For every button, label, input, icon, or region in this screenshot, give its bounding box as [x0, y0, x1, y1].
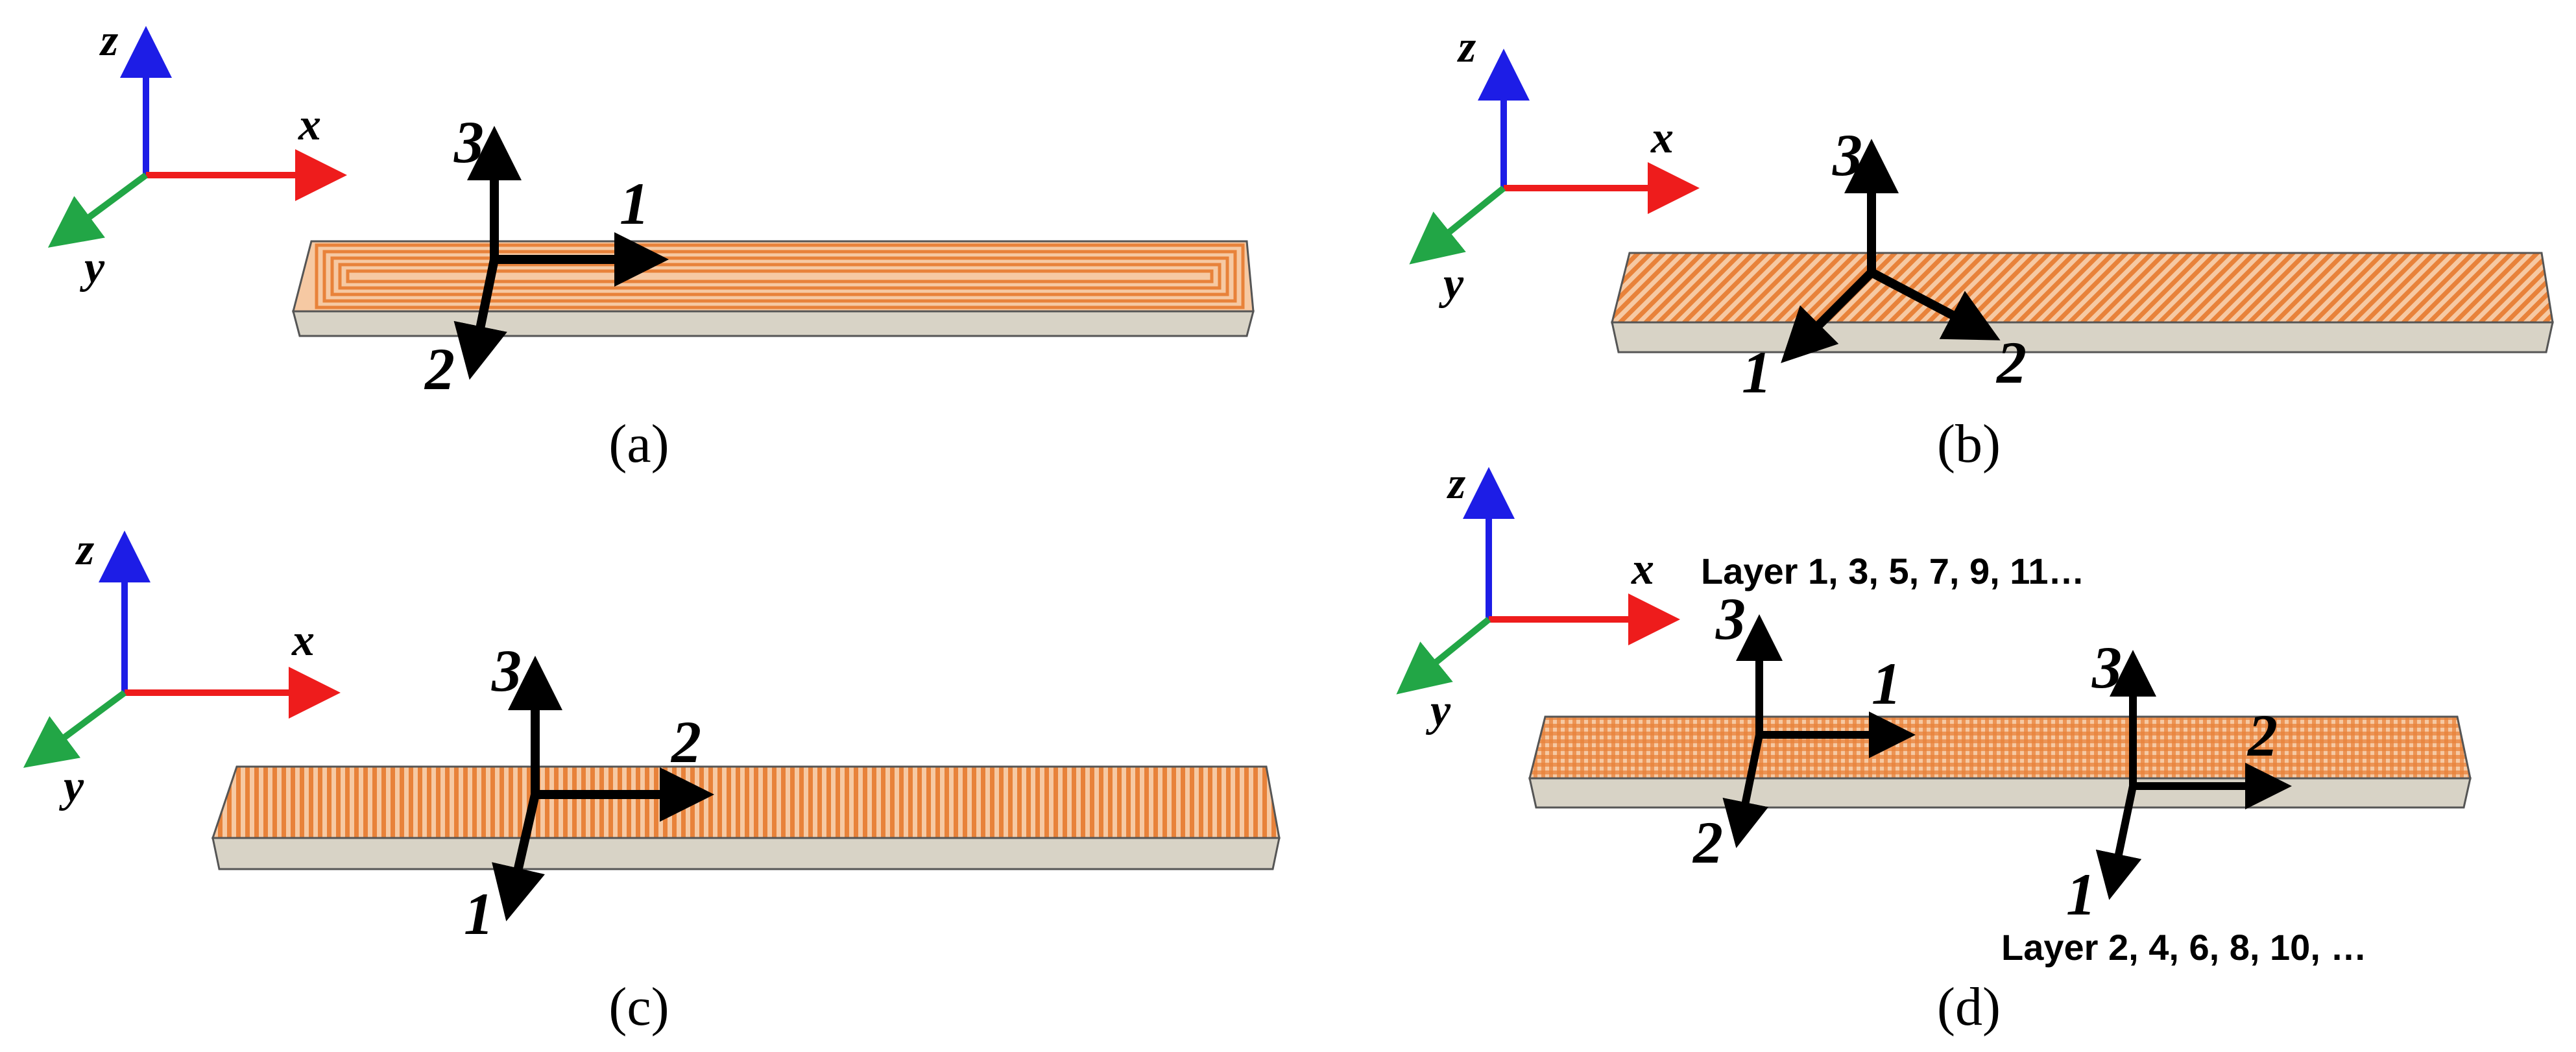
beam-c — [211, 765, 1281, 870]
axis-2-label: 2 — [1995, 329, 2027, 396]
axis-1-arrow — [2095, 785, 2142, 900]
global-axes-a: z x y — [47, 16, 347, 293]
axis-2-arrow — [1722, 734, 1769, 848]
axis-3-label: 3 — [2091, 634, 2122, 700]
caption-a: (a) — [608, 414, 669, 474]
global-axes-c: z x y — [23, 525, 341, 811]
material-axes-d-even: 3 2 1 — [2066, 634, 2292, 927]
z-axis-label: z — [75, 525, 94, 575]
axis-1-arrow — [1781, 269, 1875, 363]
beam-side — [1528, 777, 2472, 809]
caption-b: (b) — [1937, 414, 2001, 474]
y-axis-label: y — [59, 761, 84, 811]
y-axis-arrow — [47, 172, 148, 248]
y-axis-label: y — [1426, 686, 1451, 735]
x-axis-label: x — [291, 616, 315, 665]
material-axes-d-odd: 3 1 2 — [1692, 586, 1916, 876]
material-axes-a: 3 1 2 — [424, 109, 669, 402]
axis-2-label: 2 — [1692, 809, 1723, 876]
axis-3-label: 3 — [453, 109, 484, 175]
caption-d: (d) — [1937, 977, 2001, 1037]
axis-1-label: 1 — [1872, 651, 1901, 717]
axis-1-label: 1 — [2066, 861, 2096, 927]
x-axis-label: x — [1650, 113, 1674, 163]
beam-b — [1611, 252, 2554, 353]
beam-top — [1528, 715, 2472, 780]
global-axes-d: z x y — [1396, 459, 1680, 735]
beam-d — [1528, 715, 2472, 809]
layer-label-even: Layer 2, 4, 6, 8, 10, … — [2001, 927, 2366, 968]
material-axes-b: 3 2 1 — [1742, 122, 2027, 405]
panel-b: z x y 3 2 1 (b) — [1409, 22, 2554, 474]
axis-2-arrow — [1869, 268, 2001, 341]
global-axes-b: z x y — [1409, 22, 1700, 309]
x-axis-label: x — [298, 100, 321, 150]
axis-3-label: 3 — [1715, 586, 1746, 652]
beam-top — [211, 765, 1281, 839]
axis-1-label: 1 — [1742, 339, 1772, 405]
panel-c: z x y 3 2 1 (c) — [23, 525, 1281, 1037]
z-axis-label: z — [99, 16, 118, 66]
beam-top — [1611, 252, 2554, 324]
concentric-raster — [315, 243, 1245, 309]
axis-2-arrow — [453, 258, 507, 380]
y-axis-label: y — [80, 243, 105, 293]
axis-3-label: 3 — [1832, 122, 1862, 188]
beam-side — [292, 310, 1255, 337]
axis-2-label: 2 — [670, 709, 701, 775]
panel-d: z x y Layer 1, 3, 5, 7, 9, 11… 3 1 2 3 2… — [1396, 459, 2472, 1037]
layer-label-odd: Layer 1, 3, 5, 7, 9, 11… — [1701, 551, 2085, 592]
beam-side — [211, 837, 1281, 870]
axis-1-label: 1 — [464, 881, 494, 947]
axis-2-label: 2 — [424, 336, 455, 402]
axis-1-label: 1 — [620, 171, 649, 237]
axis-1-arrow — [492, 793, 545, 922]
panel-a: z x y 3 1 2 (a) — [47, 16, 1255, 474]
beam-a — [292, 240, 1255, 337]
y-axis-arrow — [1396, 617, 1491, 695]
y-axis-label: y — [1439, 259, 1464, 309]
z-axis-label: z — [1447, 459, 1465, 508]
axis-2-label: 2 — [2246, 702, 2278, 769]
z-axis-label: z — [1457, 22, 1476, 72]
y-axis-arrow — [1409, 185, 1506, 265]
y-axis-arrow — [23, 689, 126, 768]
x-axis-label: x — [1631, 544, 1654, 594]
material-axes-c: 3 2 1 — [464, 638, 714, 947]
caption-c: (c) — [608, 977, 669, 1037]
axis-3-label: 3 — [491, 638, 522, 704]
